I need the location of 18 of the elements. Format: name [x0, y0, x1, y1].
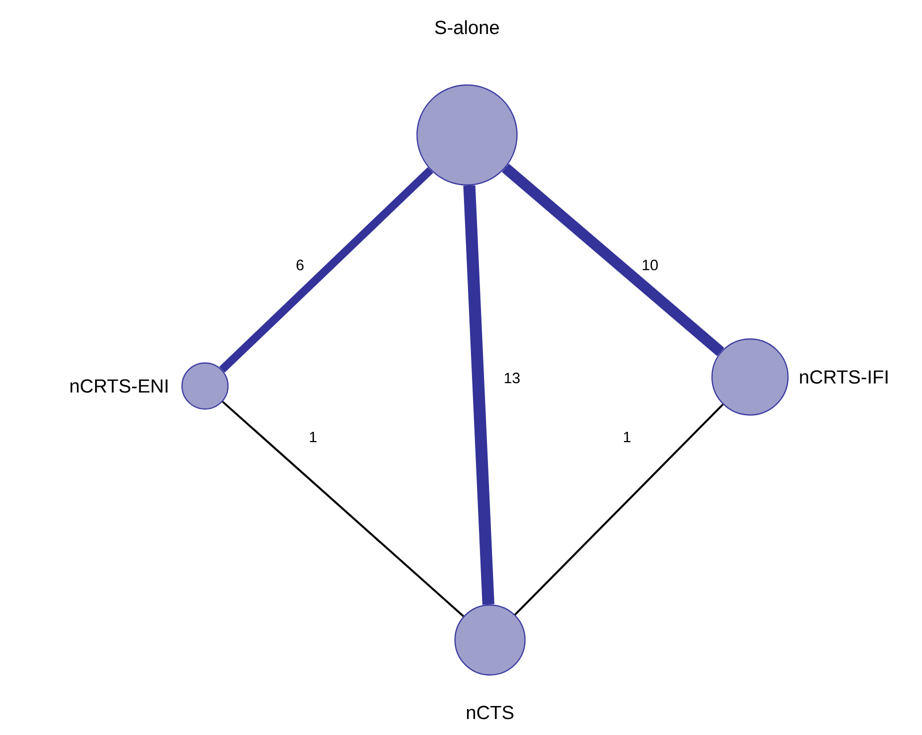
edge-label: 13 [502, 372, 522, 384]
edge-label: 1 [622, 430, 632, 444]
node-label: nCTS [466, 706, 514, 720]
network-node: nCRTS-IFI [711, 338, 888, 416]
network-node: S-alone [416, 20, 518, 186]
network-node: nCTS [454, 604, 526, 720]
node-label: nCRTS-IFI [800, 370, 888, 384]
connector-line [222, 400, 464, 618]
connector-line [463, 185, 494, 605]
edge-label: 6 [294, 258, 306, 272]
connector-line [502, 164, 724, 356]
edge-label: 1 [308, 430, 318, 444]
node-label: nCRTS-ENI [70, 379, 168, 393]
edge-label: 10 [640, 258, 660, 272]
connector-line [219, 167, 434, 373]
node-label: S-alone [435, 20, 499, 34]
connector-line [514, 404, 724, 616]
network-node: nCRTS-ENI [70, 362, 229, 410]
